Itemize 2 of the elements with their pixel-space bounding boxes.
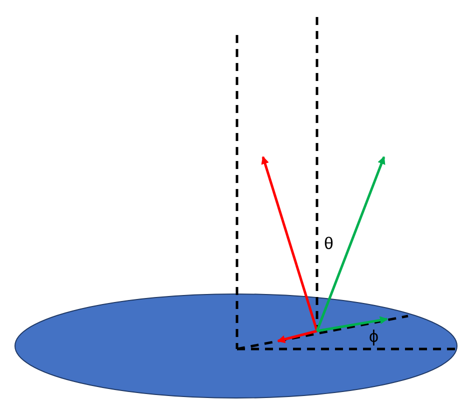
angle-label: ϕ <box>369 328 379 345</box>
angle-label: θ <box>324 235 334 252</box>
